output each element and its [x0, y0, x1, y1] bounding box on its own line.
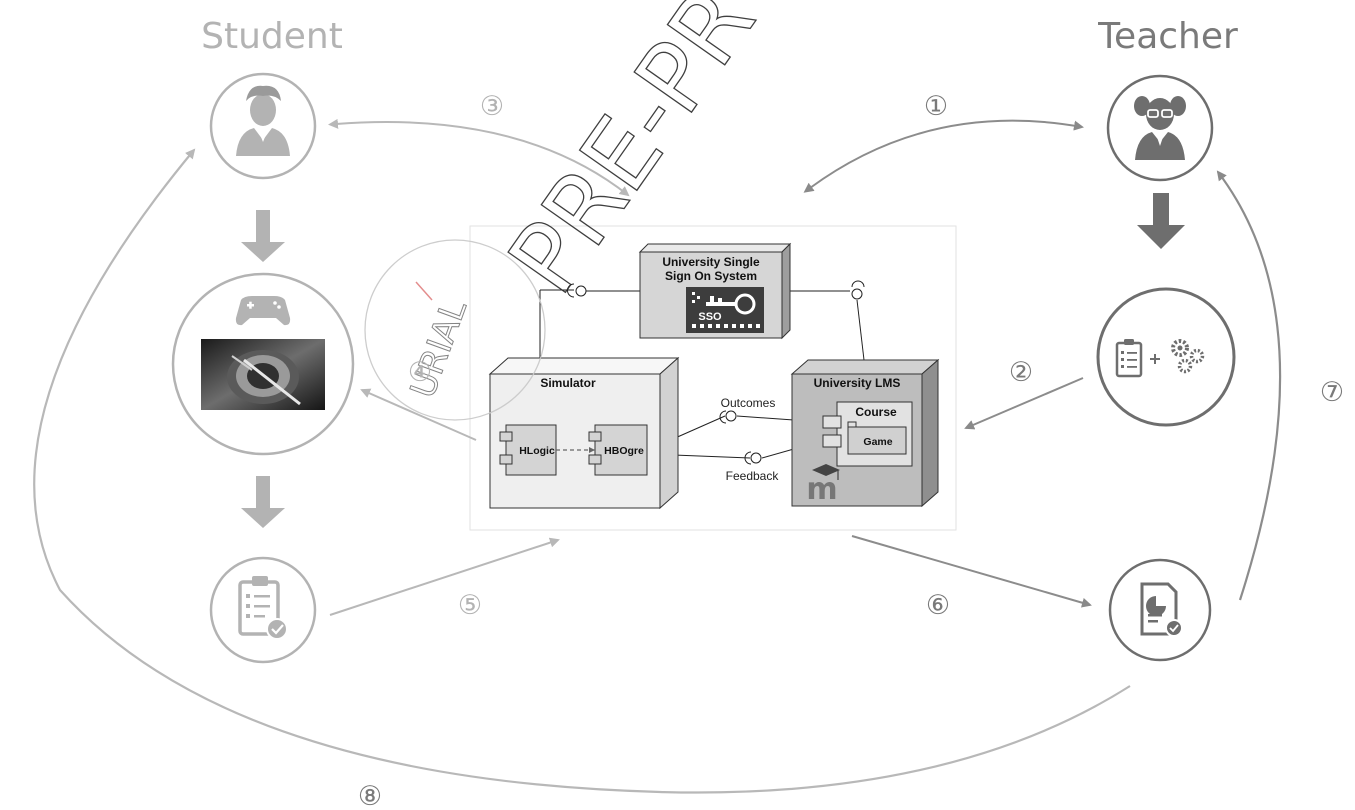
sso-node: University Single Sign On System	[638, 242, 792, 340]
lms-node: University LMS Course Game m	[790, 358, 940, 508]
step-2-label: ②	[1009, 357, 1033, 388]
student-evaluation-node	[209, 556, 317, 664]
step-7-label: ⑦	[1320, 377, 1344, 408]
gamepad-icon	[235, 296, 291, 326]
arrow-step-1	[803, 119, 1084, 193]
student-down-arrow-2	[241, 476, 285, 528]
report-chart-icon	[1140, 582, 1183, 637]
student-title: Student	[201, 16, 343, 57]
course-component: Course Game	[822, 401, 913, 467]
sso-badge: SSO	[698, 311, 722, 323]
teacher-avatar-icon	[1134, 96, 1186, 160]
arrow-step-3	[328, 118, 630, 197]
sso-title-line2: Sign On System	[665, 269, 757, 283]
course-config-node	[1096, 287, 1236, 427]
outcomes-label: Outcomes	[721, 396, 776, 410]
course-label: Course	[855, 405, 897, 419]
simulator-node: Simulator HLogic HBOgre	[488, 356, 680, 510]
arrow-step-7	[1216, 170, 1282, 601]
sso-title-line1: University Single	[662, 255, 760, 269]
arrow-step-4	[360, 388, 477, 441]
teacher-avatar	[1106, 74, 1214, 182]
feedback-label: Feedback	[726, 469, 780, 483]
student-down-arrow-1	[241, 210, 285, 262]
checklist-gears-icon	[1115, 339, 1205, 378]
key-icon: SSO	[686, 287, 764, 333]
moodle-logo-icon: m	[806, 464, 840, 507]
architecture-panel: University Single Sign On System	[469, 225, 957, 531]
hbogre-label: HBOgre	[604, 445, 644, 457]
hbogre-component: HBOgre	[588, 424, 648, 476]
clipboard-check-icon	[238, 576, 288, 640]
hlogic-label: HLogic	[519, 445, 555, 457]
teacher-title: Teacher	[1097, 16, 1238, 57]
step-8-label: ⑧	[358, 781, 382, 810]
step-1-label: ①	[924, 91, 948, 122]
arrow-step-6	[851, 535, 1092, 608]
step-5-label: ⑤	[458, 590, 482, 621]
hlogic-component: HLogic	[499, 424, 557, 476]
simulator-title: Simulator	[540, 376, 596, 390]
simulator-game-node	[171, 272, 355, 456]
student-avatar-icon	[236, 85, 290, 156]
arrow-step-5	[329, 537, 560, 616]
step-4-label: ④	[408, 357, 432, 388]
arrow-step-2	[964, 377, 1084, 430]
eye-surgery-image	[201, 339, 325, 410]
game-label: Game	[863, 436, 892, 448]
lms-title: University LMS	[814, 376, 901, 390]
arrow-step-8	[33, 148, 1131, 794]
student-avatar	[209, 72, 317, 180]
lms-logo-letter: m	[806, 472, 837, 507]
step-3-label: ③	[480, 91, 504, 122]
teacher-report-node	[1108, 558, 1212, 662]
step-6-label: ⑥	[926, 590, 950, 621]
teacher-down-arrow	[1137, 193, 1185, 249]
